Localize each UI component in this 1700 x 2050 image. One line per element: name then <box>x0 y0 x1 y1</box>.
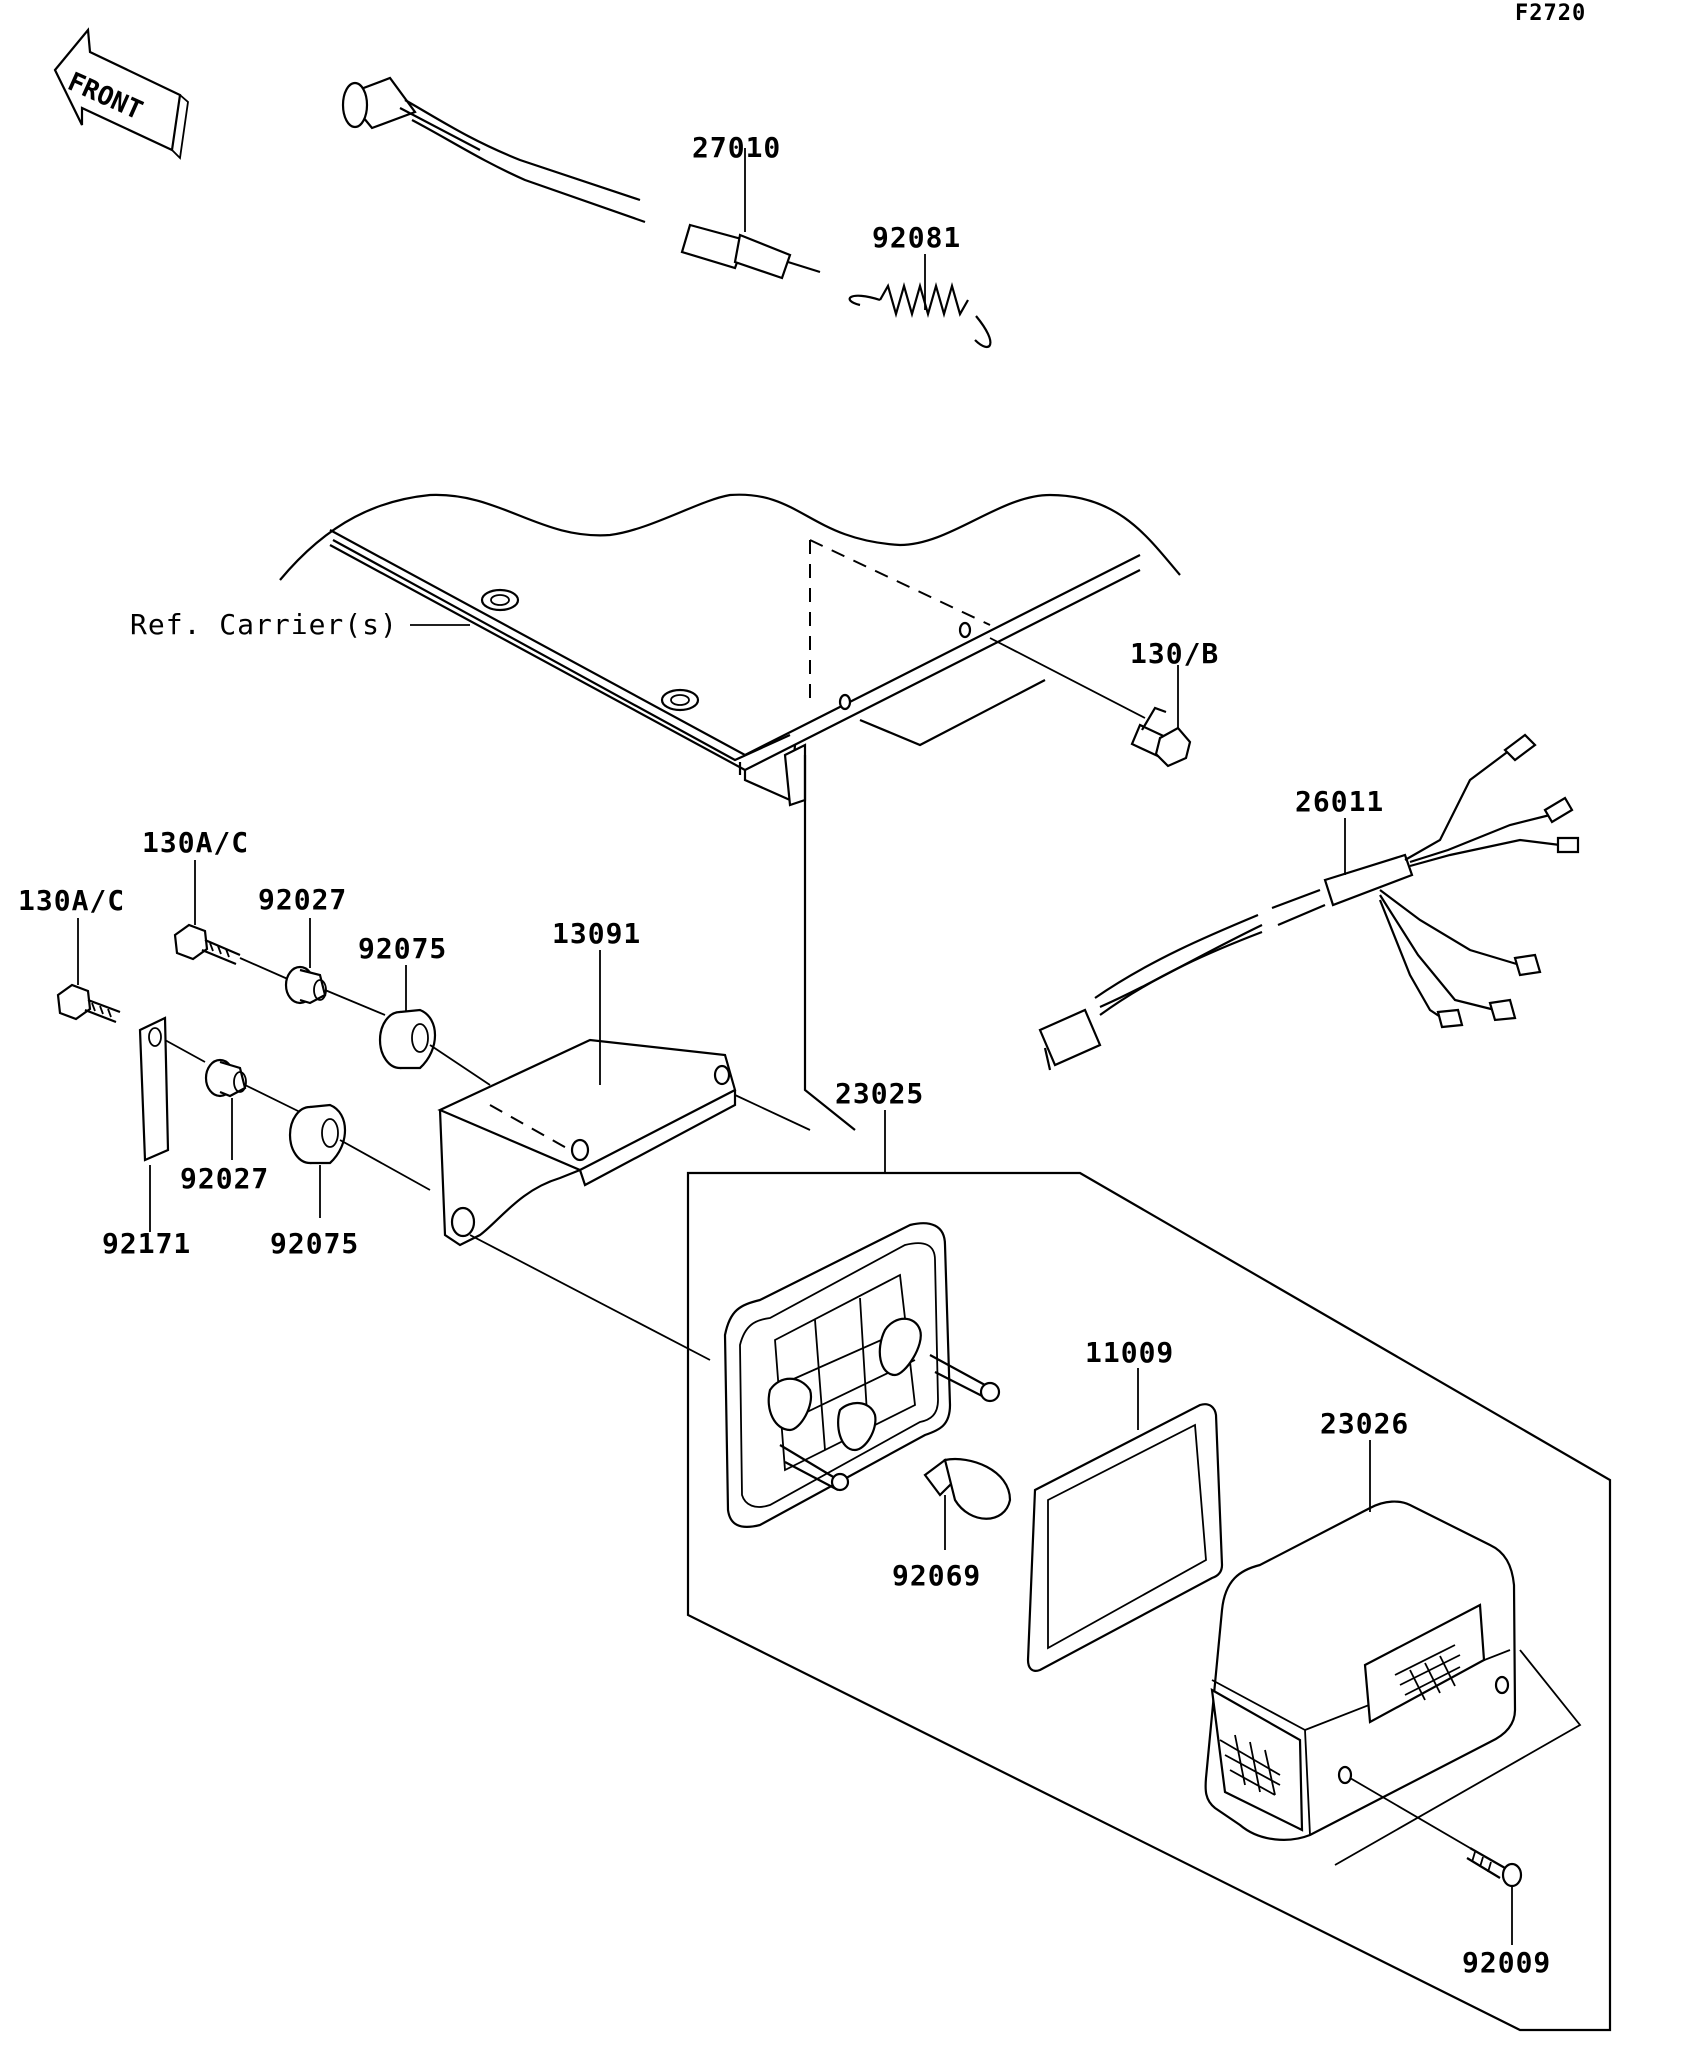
gasket-11009 <box>1026 1368 1224 1672</box>
part-label-92027-bottom: 92027 <box>180 1162 269 1195</box>
grommet-92075-bottom <box>288 1103 431 1218</box>
part-label-11009: 11009 <box>1085 1336 1174 1369</box>
part-label-92069: 92069 <box>892 1559 981 1592</box>
carrier-reference-label: Ref. Carrier(s) <box>130 608 398 641</box>
part-label-23025: 23025 <box>835 1077 924 1110</box>
part-label-130b: 130/B <box>1130 637 1219 670</box>
front-arrow-icon: FRONT <box>53 27 189 160</box>
part-label-92081: 92081 <box>872 221 961 254</box>
bolt-130ac-top <box>173 860 291 981</box>
bolt-130b <box>989 637 1192 768</box>
part-label-92171: 92171 <box>102 1227 191 1260</box>
part-label-92075-top: 92075 <box>358 932 447 965</box>
bolt-130ac-left <box>56 918 121 1024</box>
part-label-26011: 26011 <box>1295 785 1384 818</box>
part-label-130ac-left: 130A/C <box>18 884 125 917</box>
screw-92009 <box>1349 1777 1523 1945</box>
stop-switch-27010 <box>341 76 821 280</box>
part-label-23026: 23026 <box>1320 1407 1409 1440</box>
plate-92171 <box>138 1016 206 1232</box>
assembly-frame-23025 <box>686 1110 1612 2032</box>
lens-23026 <box>1204 1440 1582 1866</box>
part-label-27010: 27010 <box>692 131 781 164</box>
part-label-130ac-top: 130A/C <box>142 826 249 859</box>
carrier-reference <box>279 493 1181 1131</box>
part-label-13091: 13091 <box>552 917 641 950</box>
bulb-92069 <box>923 1457 1012 1550</box>
part-label-92075-bottom: 92075 <box>270 1227 359 1260</box>
spring-92081 <box>848 254 992 348</box>
collar-92027-top <box>284 918 386 1016</box>
grommet-92075-top <box>378 965 491 1086</box>
bracket-13091 <box>437 950 811 1361</box>
part-label-92027-top: 92027 <box>258 883 347 916</box>
lamp-base <box>723 1222 1001 1528</box>
figure-code: F2720 <box>1515 1 1586 26</box>
collar-92027-bottom <box>204 1058 301 1160</box>
part-label-92009: 92009 <box>1462 1946 1551 1979</box>
wire-harness-26011 <box>1038 733 1580 1071</box>
